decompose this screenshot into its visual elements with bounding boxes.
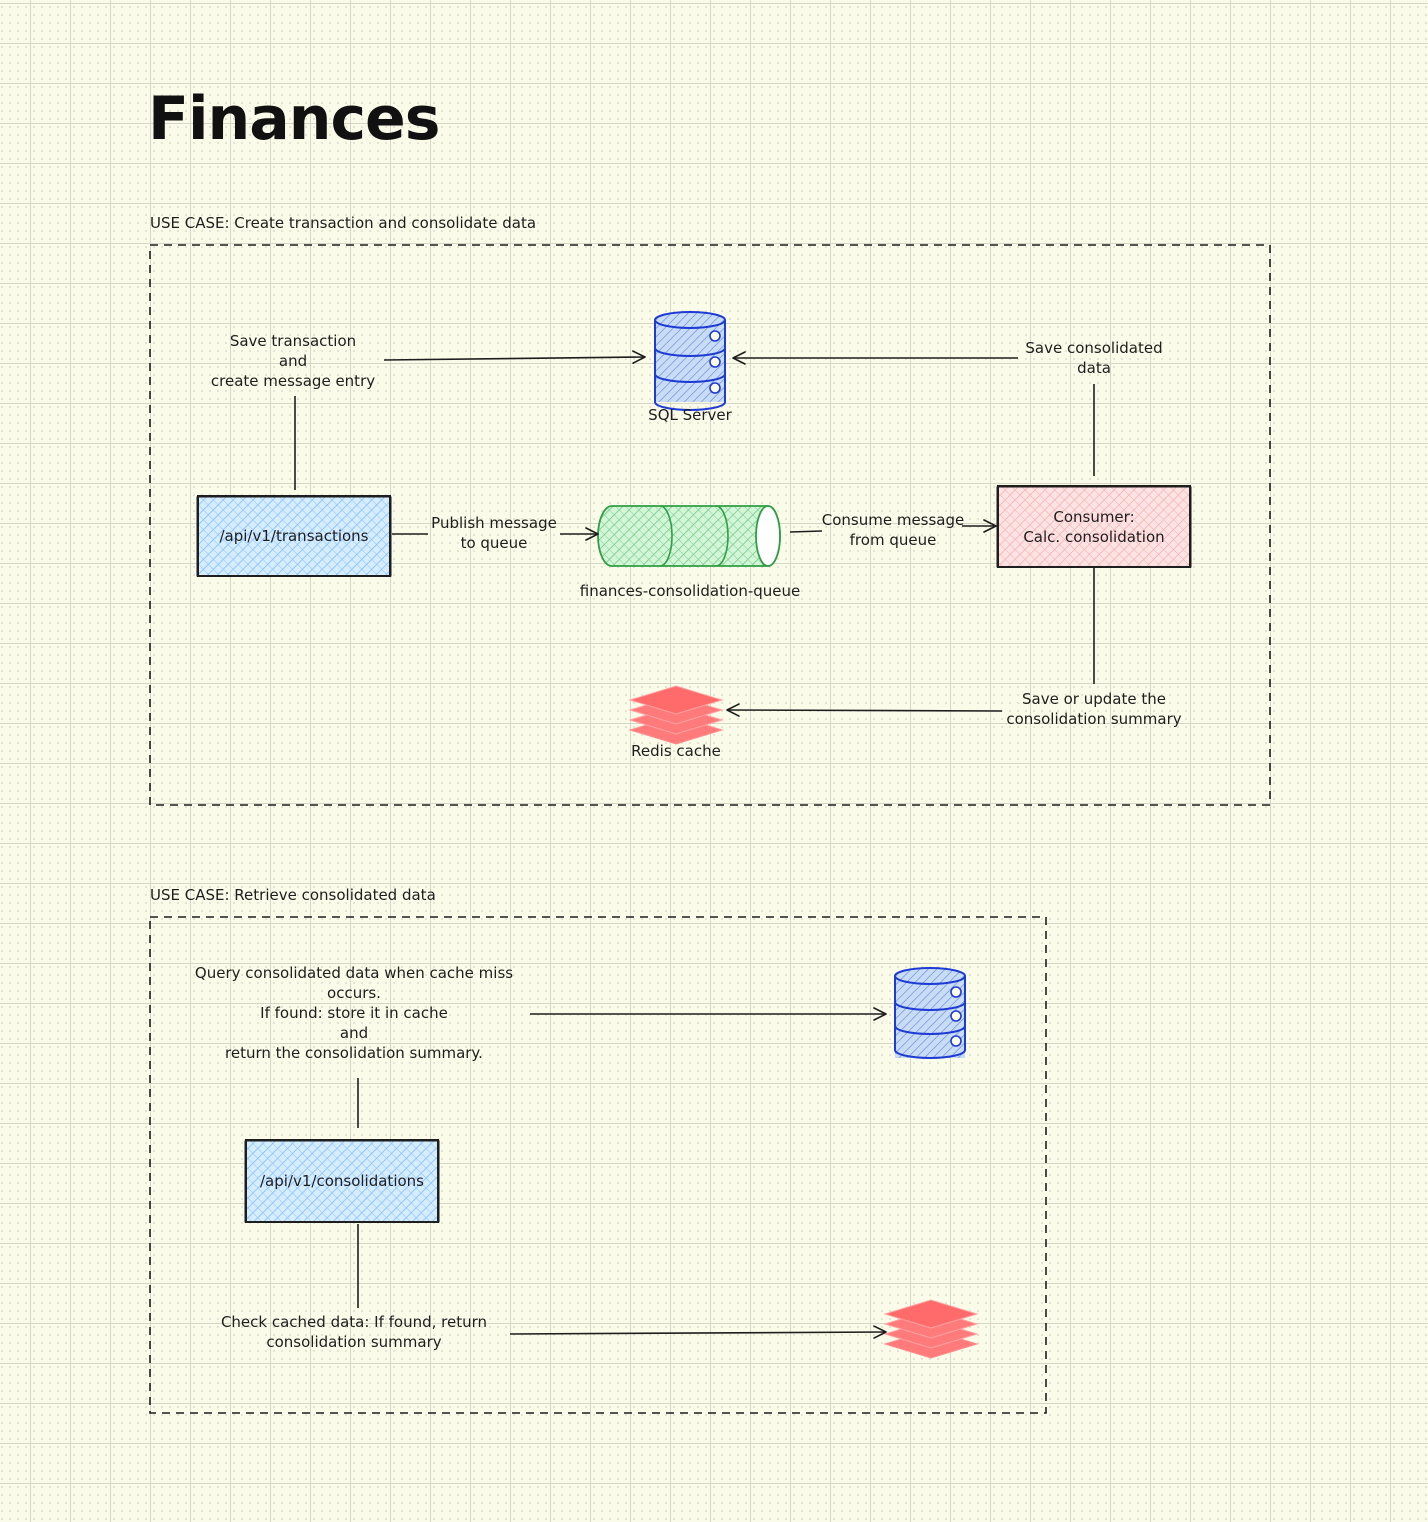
consume-label: Consume message from queue [821,511,965,549]
check-cache-label: Check cached data: If found, return cons… [220,1313,488,1351]
publish-label: Publish message to queue [431,514,557,552]
consumer-box-shape [996,485,1192,568]
page-title: Finances [148,84,440,154]
transactions-api-box-shape [196,495,392,577]
cache-layers-icon [628,685,724,745]
save-consolidated-label: Save consolidated data [1025,339,1163,377]
use-case-2-heading: USE CASE: Retrieve consolidated data [150,886,436,904]
connector-queue-to-consume [789,530,823,533]
redis-cache-label: Redis cache [631,742,721,760]
save-update-label: Save or update the consolidation summary [1006,690,1182,728]
use-case-1-heading: USE CASE: Create transaction and consoli… [150,214,537,232]
use-case-1-frame [149,244,1271,806]
database-icon [654,311,726,411]
consolidations-api-box[interactable]: /api/v1/consolidations [260,1172,424,1190]
save-transaction-label: Save transaction and create message entr… [210,332,376,390]
arrow-check-to-cache [509,1325,887,1339]
use-case-2-frame [149,916,1047,1414]
transactions-api-box[interactable]: /api/v1/transactions [219,527,369,545]
database-icon [894,967,966,1059]
arrow-save-to-sql [383,350,646,364]
queue-cylinder-icon [597,505,781,567]
consolidations-api-box-shape [244,1139,440,1223]
consumer-box[interactable]: Consumer: Calc. consolidation [1023,507,1165,546]
queue-label: finances-consolidation-queue [579,582,801,600]
arrow-update-to-redis [726,703,1003,717]
cache-layers-icon [883,1299,979,1359]
sql-server-label: SQL Server [648,406,732,424]
query-label: Query consolidated data when cache miss … [194,964,514,1062]
